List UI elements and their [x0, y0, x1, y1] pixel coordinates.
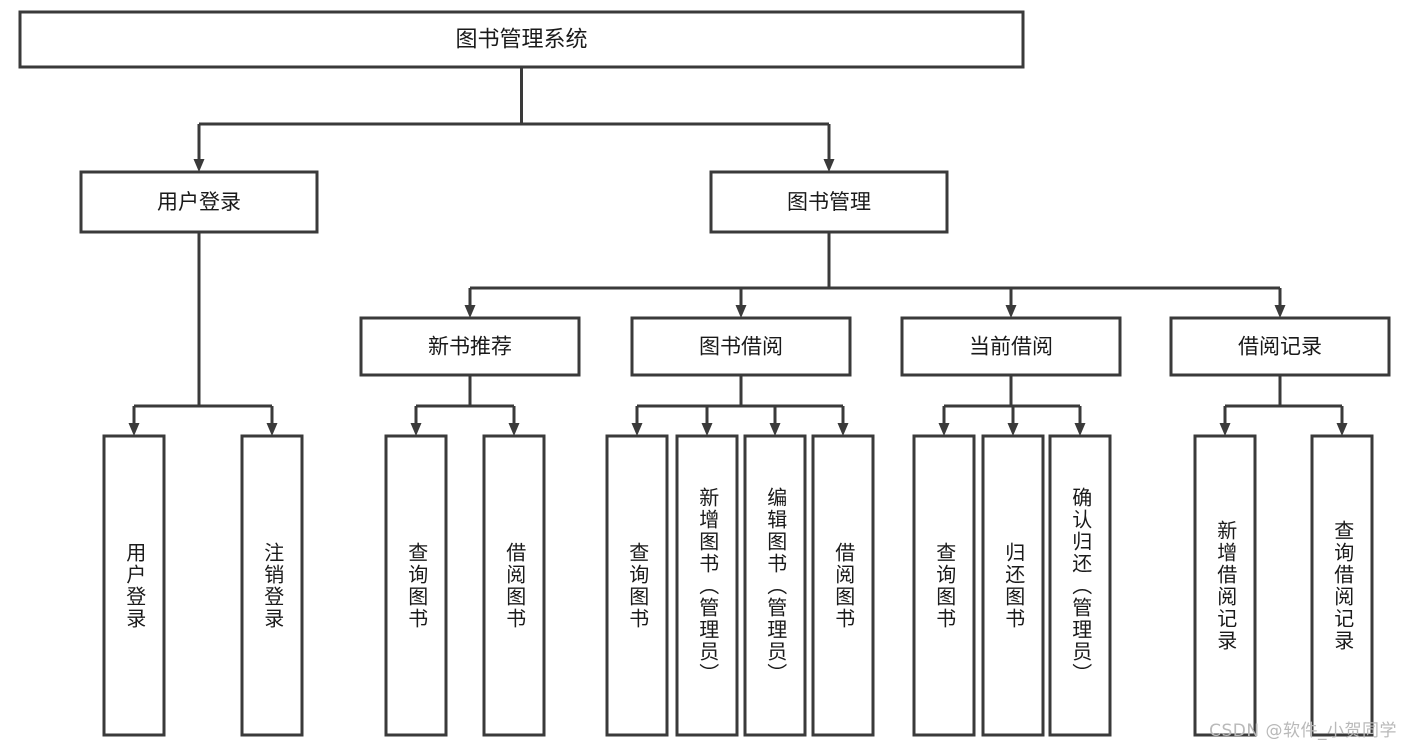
node-box-leaf-user-logout[interactable] — [240, 434, 304, 737]
node-box-book-borrow[interactable] — [630, 316, 852, 377]
node-box-leaf-query-book-borrow[interactable] — [605, 434, 669, 737]
arrow-head — [1274, 305, 1286, 318]
node-box-leaf-user-login[interactable] — [102, 434, 166, 737]
node-box-leaf-query-book-current[interactable] — [912, 434, 976, 737]
arrow-head — [769, 423, 781, 436]
node-box-leaf-borrow-book[interactable] — [811, 434, 875, 737]
node-box-root[interactable] — [18, 10, 1025, 69]
node-box-leaf-return-book[interactable] — [981, 434, 1045, 737]
node-box-leaf-query-book-recommend[interactable] — [384, 434, 448, 737]
node-box-leaf-edit-book[interactable] — [743, 434, 807, 737]
node-box-leaf-add-borrow-record[interactable] — [1193, 434, 1257, 737]
node-box-borrow-record[interactable] — [1169, 316, 1391, 377]
arrow-head — [631, 423, 643, 436]
arrow-head — [1219, 423, 1231, 436]
node-label-root: 图书管理系统 — [455, 28, 587, 53]
node-label-book-manage: 图书管理 — [787, 190, 871, 214]
arrow-head — [410, 423, 422, 436]
connector-root-to-level2 — [193, 67, 835, 172]
node-box-leaf-borrow-book-recommend[interactable] — [482, 434, 546, 737]
node-label-current-borrow: 当前借阅 — [969, 335, 1053, 359]
node-box-leaf-query-borrow-record[interactable] — [1310, 434, 1374, 737]
node-label-new-book-recommend: 新书推荐 — [428, 335, 512, 359]
arrow-head — [837, 423, 849, 436]
arrow-head — [1074, 423, 1086, 436]
arrow-head — [266, 423, 278, 436]
connector-layer — [128, 67, 1348, 436]
node-box-leaf-confirm-return[interactable] — [1048, 434, 1112, 737]
arrow-head — [1336, 423, 1348, 436]
arrow-head — [938, 423, 950, 436]
node-box-leaf-add-book[interactable] — [675, 434, 739, 737]
arrow-head — [823, 159, 835, 172]
arrow-head — [701, 423, 713, 436]
node-box-new-book-recommend[interactable] — [359, 316, 581, 377]
node-label-borrow-record: 借阅记录 — [1238, 335, 1322, 359]
node-box-current-borrow[interactable] — [900, 316, 1122, 377]
node-box-book-manage[interactable] — [709, 170, 949, 234]
connector-borrow-record-to-leaves — [1219, 375, 1348, 436]
connector-book-manage-to-level3 — [464, 232, 1286, 318]
arrow-head — [1007, 423, 1019, 436]
connector-user-login-to-leaves — [128, 232, 278, 436]
connector-current-borrow-to-leaves — [938, 375, 1086, 436]
node-label-book-borrow: 图书借阅 — [699, 335, 783, 359]
arrow-head — [128, 423, 140, 436]
node-box-user-login[interactable] — [79, 170, 319, 234]
connector-book-borrow-to-leaves — [631, 375, 849, 436]
arrow-head — [735, 305, 747, 318]
watermark: CSDN @软件_小贺同学 — [1209, 721, 1397, 741]
arrow-head — [464, 305, 476, 318]
node-box-layer — [18, 10, 1391, 737]
arrow-head — [508, 423, 520, 436]
connector-new-book-recommend-to-leaves — [410, 375, 520, 436]
node-label-user-login: 用户登录 — [157, 190, 241, 214]
arrow-head — [1005, 305, 1017, 318]
arrow-head — [193, 159, 205, 172]
